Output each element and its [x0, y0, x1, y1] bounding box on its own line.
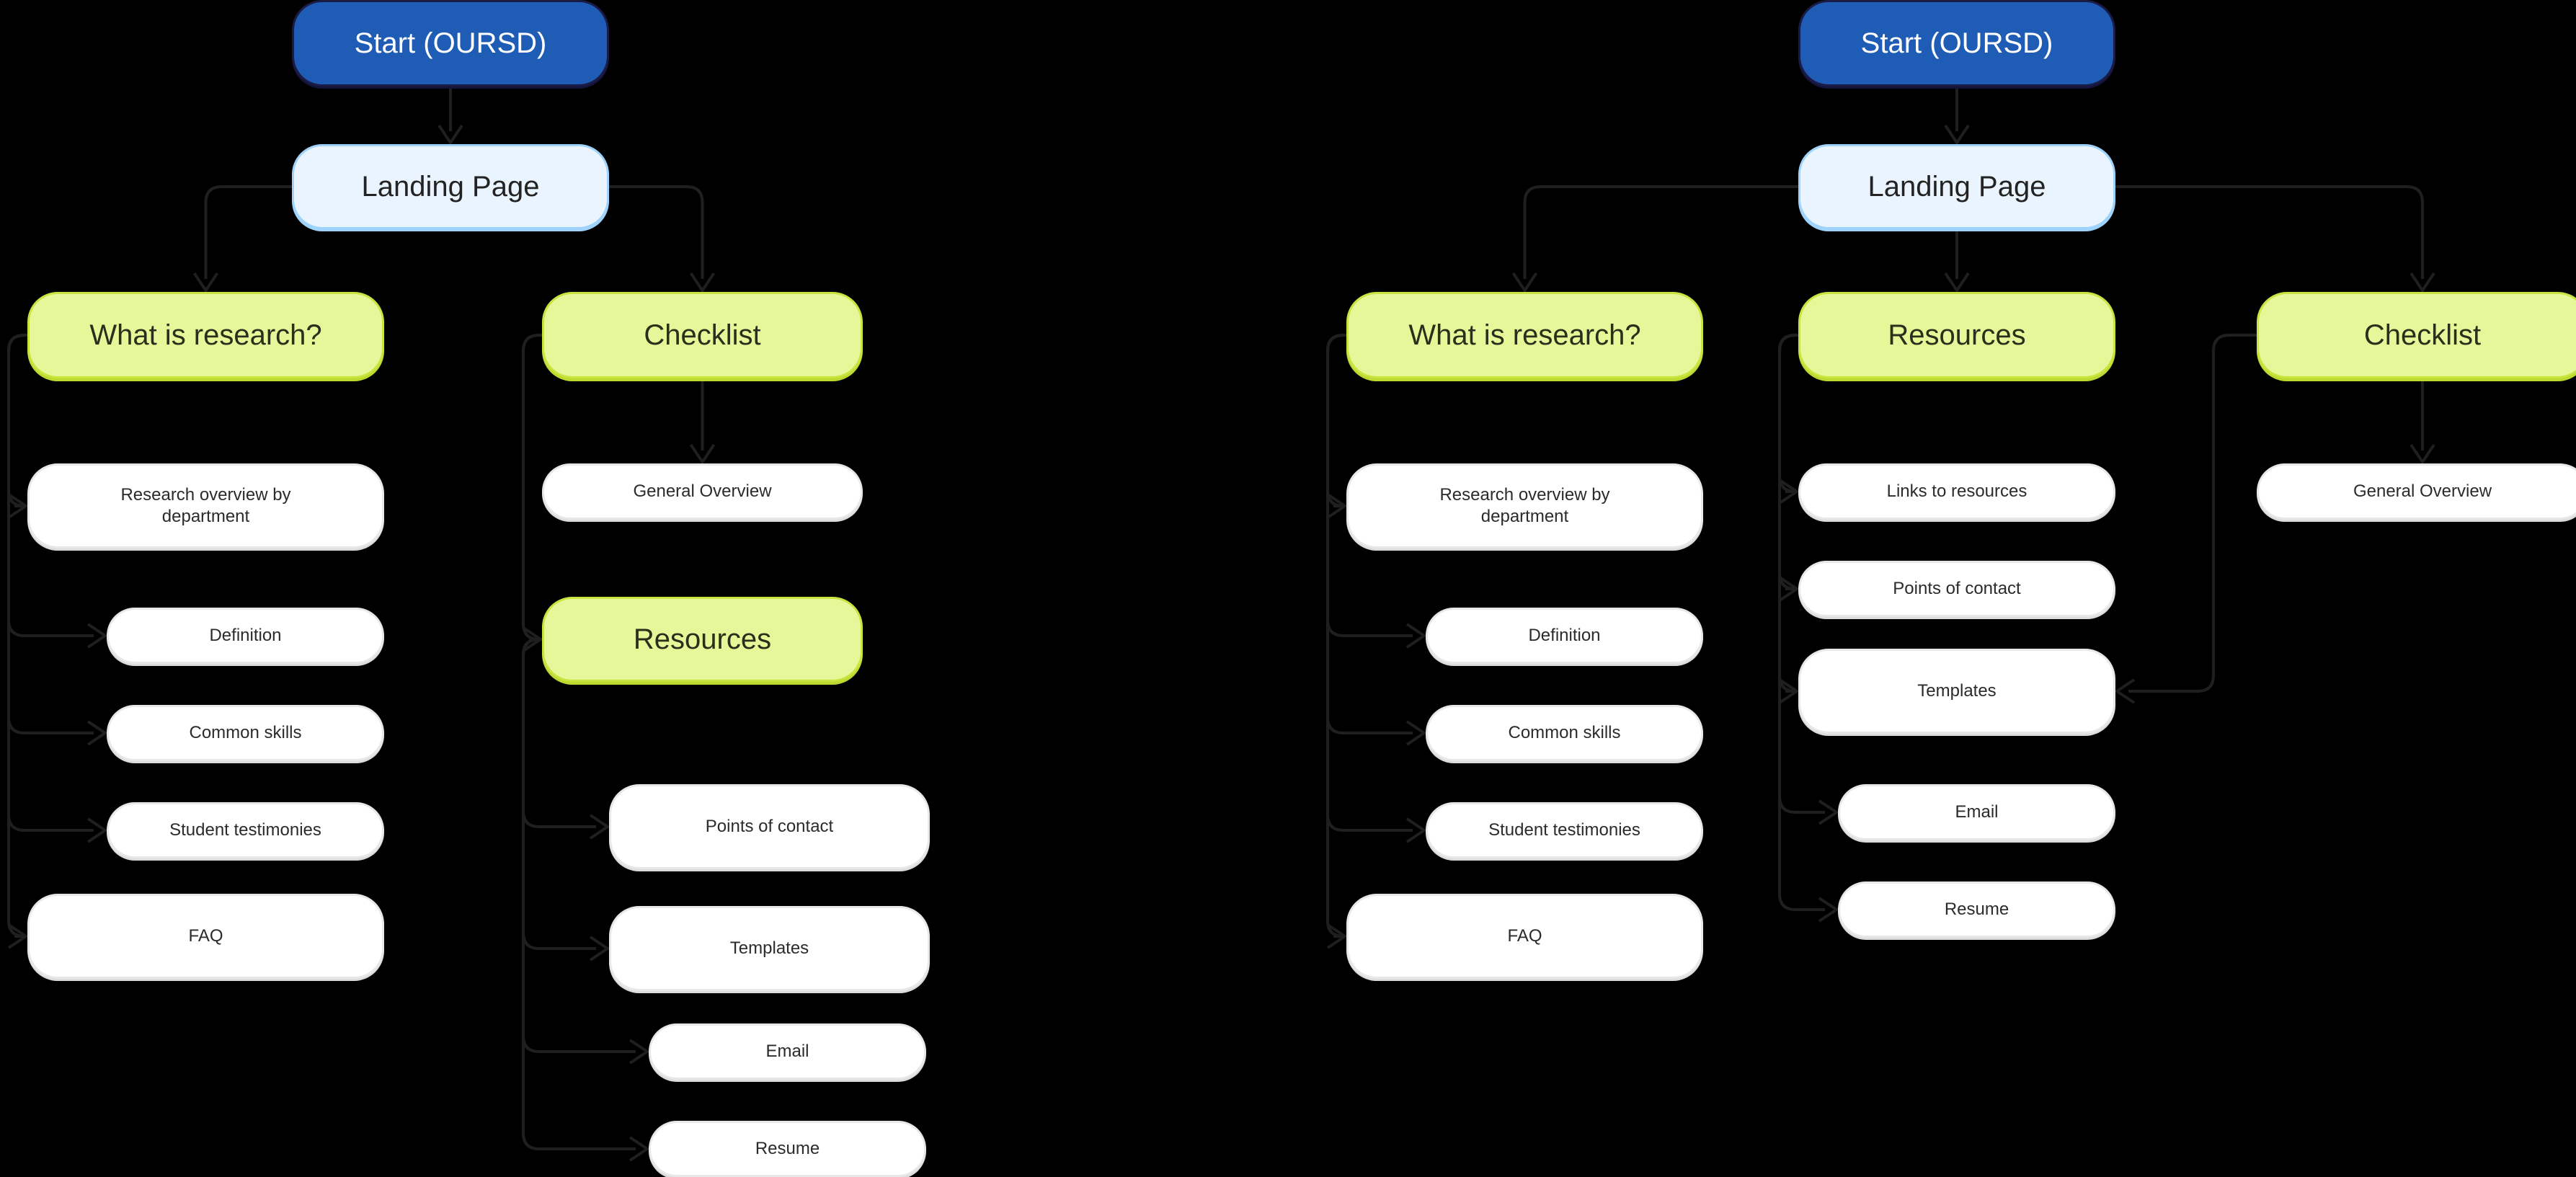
edge-landing-page-to-what-is-research-head — [1511, 272, 1538, 293]
node-links-to-resources[interactable]: Links to resources — [1798, 463, 2115, 520]
node-faq[interactable]: FAQ — [27, 894, 384, 979]
node-common-skills[interactable]: Common skills — [1426, 705, 1703, 761]
edge-resources-to-points-of-contact-head — [589, 814, 610, 840]
edge-resources-to-links-to-resources-head — [1778, 479, 1800, 505]
node-resources[interactable]: Resources — [542, 597, 863, 682]
node-general-overview[interactable]: General Overview — [2257, 463, 2576, 520]
node-checklist[interactable]: Checklist — [542, 292, 863, 378]
edge-landing-page-to-resources-head — [1944, 272, 1970, 293]
edge-what-is-research-to-definition-head — [1405, 623, 1427, 649]
node-common-skills[interactable]: Common skills — [107, 705, 384, 761]
node-general-overview[interactable]: General Overview — [542, 463, 863, 520]
edge-checklist-to-templates — [2128, 334, 2257, 693]
node-what-is-research[interactable]: What is research? — [1346, 292, 1703, 378]
edge-what-is-research-to-faq — [1326, 334, 1346, 938]
node-definition[interactable]: Definition — [107, 608, 384, 664]
edge-resources-to-templates — [1778, 334, 1798, 693]
edge-landing-page-to-checklist-head — [689, 272, 716, 293]
edge-resources-to-points-of-contact-head — [1778, 576, 1800, 602]
node-checklist[interactable]: Checklist — [2257, 292, 2576, 378]
edge-what-is-research-to-student-testimonies-head — [1405, 817, 1427, 843]
edge-start-oursd-to-landing-page-head — [1944, 124, 1970, 146]
node-definition[interactable]: Definition — [1426, 608, 1703, 664]
node-resume[interactable]: Resume — [1838, 881, 2115, 938]
edge-resources-to-templates — [522, 638, 596, 950]
node-student-testimonies[interactable]: Student testimonies — [1426, 802, 1703, 858]
edge-what-is-research-to-student-testimonies — [7, 334, 94, 832]
node-student-testimonies[interactable]: Student testimonies — [107, 802, 384, 858]
edge-resources-to-templates-head — [1778, 678, 1800, 704]
edge-what-is-research-to-faq-head — [1326, 923, 1348, 949]
edge-what-is-research-to-research-overview-by-department — [7, 334, 27, 507]
node-templates[interactable]: Templates — [609, 906, 930, 991]
node-what-is-research[interactable]: What is research? — [27, 292, 384, 378]
edge-resources-to-resume-head — [629, 1136, 650, 1162]
edge-what-is-research-to-research-overview-by-department-head — [1326, 493, 1348, 519]
edge-what-is-research-to-faq — [7, 334, 27, 938]
node-research-overview-by-department[interactable]: Research overview by department — [1346, 463, 1703, 548]
edge-checklist-to-general-overview-head — [2410, 443, 2435, 465]
edge-resources-to-resume — [1778, 334, 1825, 911]
edge-resources-to-links-to-resources — [1778, 334, 1798, 493]
edge-resources-to-email-head — [1818, 799, 1839, 825]
edge-resources-to-resume-head — [1818, 897, 1839, 923]
node-points-of-contact[interactable]: Points of contact — [609, 784, 930, 869]
edge-what-is-research-to-research-overview-by-department-head — [7, 493, 29, 519]
edge-what-is-research-to-common-skills-head — [86, 720, 108, 746]
node-research-overview-by-department[interactable]: Research overview by department — [27, 463, 384, 548]
node-points-of-contact[interactable]: Points of contact — [1798, 561, 2115, 617]
node-resources[interactable]: Resources — [1798, 292, 2115, 378]
node-resume[interactable]: Resume — [649, 1121, 926, 1177]
edge-what-is-research-to-faq-head — [7, 923, 29, 949]
node-templates[interactable]: Templates — [1798, 649, 2115, 734]
node-faq[interactable]: FAQ — [1346, 894, 1703, 979]
edge-checklist-to-resources — [522, 334, 542, 641]
edge-landing-page-to-checklist — [2115, 185, 2424, 279]
edge-what-is-research-to-common-skills-head — [1405, 720, 1427, 746]
edge-landing-page-to-checklist-head — [2410, 272, 2435, 293]
edge-start-oursd-to-landing-page-head — [438, 124, 463, 146]
edge-resources-to-resume — [522, 638, 636, 1150]
node-start-oursd[interactable]: Start (OURSD) — [292, 0, 609, 86]
edge-what-is-research-to-research-overview-by-department — [1326, 334, 1346, 507]
edge-checklist-to-templates-head — [2114, 678, 2136, 704]
edge-resources-to-points-of-contact — [1778, 334, 1798, 590]
node-email[interactable]: Email — [649, 1023, 926, 1080]
edge-resources-to-templates-head — [589, 936, 610, 961]
edge-what-is-research-to-student-testimonies — [1326, 334, 1413, 832]
edge-landing-page-to-what-is-research — [1523, 185, 1798, 279]
edge-landing-page-to-what-is-research-head — [192, 272, 219, 293]
node-landing-page[interactable]: Landing Page — [292, 144, 609, 229]
edge-landing-page-to-what-is-research — [204, 185, 292, 279]
node-landing-page[interactable]: Landing Page — [1798, 144, 2115, 229]
edge-checklist-to-general-overview-head — [689, 443, 716, 465]
edge-what-is-research-to-definition-head — [86, 623, 108, 649]
edge-landing-page-to-checklist — [609, 185, 704, 279]
node-email[interactable]: Email — [1838, 784, 2115, 840]
edge-resources-to-email-head — [629, 1039, 650, 1065]
edge-what-is-research-to-student-testimonies-head — [86, 817, 108, 843]
node-start-oursd[interactable]: Start (OURSD) — [1798, 0, 2115, 86]
